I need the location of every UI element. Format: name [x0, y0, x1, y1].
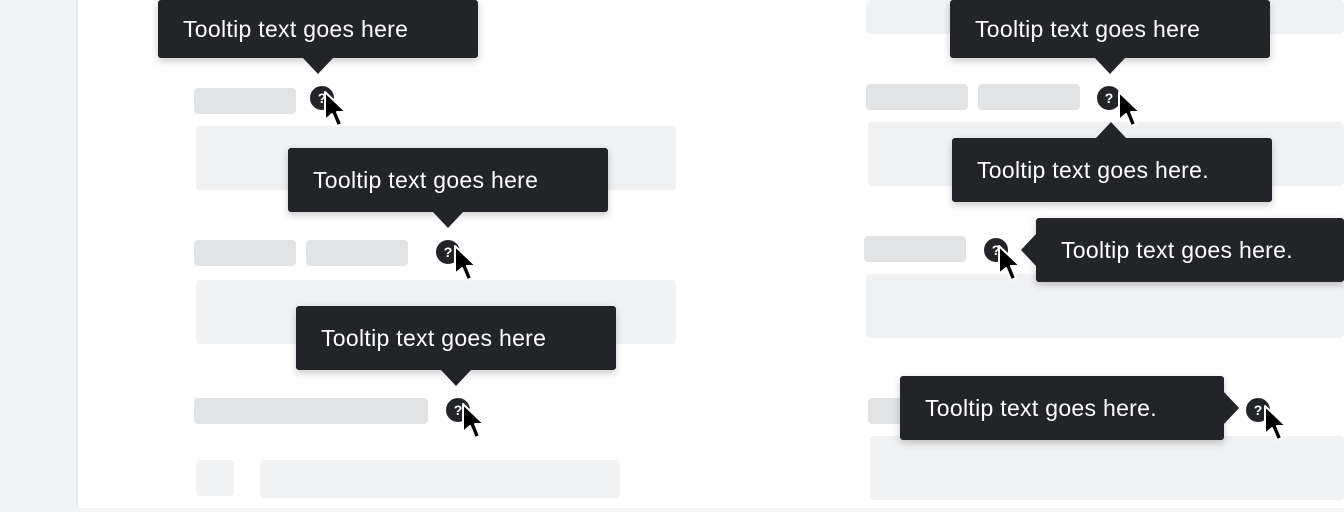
tooltip-text: Tooltip text goes here.: [1061, 236, 1293, 263]
tooltip-top: Tooltip text goes here: [950, 0, 1270, 74]
label-placeholder: [978, 84, 1080, 110]
label-placeholder: [194, 240, 296, 266]
tooltip-text: Tooltip text goes here: [321, 324, 547, 351]
tooltip-top: Tooltip text goes here: [158, 0, 478, 74]
checkbox-placeholder: [196, 460, 234, 496]
question-circle-icon[interactable]: ?: [1097, 86, 1121, 110]
tooltip-top: Tooltip text goes here: [296, 306, 616, 386]
tooltip-text: Tooltip text goes here: [975, 15, 1201, 42]
field-placeholder: [260, 460, 620, 498]
mouse-pointer-icon: [454, 245, 477, 281]
bottom-divider: [0, 508, 1344, 512]
tooltip-text: Tooltip text goes here.: [925, 394, 1157, 421]
field-placeholder: [870, 436, 1344, 500]
field-placeholder: [866, 274, 1344, 338]
label-placeholder: [306, 240, 408, 266]
mouse-pointer-icon: [1118, 91, 1141, 127]
tooltip-text: Tooltip text goes here.: [977, 156, 1209, 183]
tooltip-left: Tooltip text goes here.: [900, 376, 1239, 440]
tooltip-right: Tooltip text goes here.: [1021, 218, 1344, 282]
tooltip-top: Tooltip text goes here: [288, 148, 608, 228]
tooltip-bottom: Tooltip text goes here.: [952, 122, 1272, 202]
label-placeholder: [194, 88, 296, 114]
mouse-pointer-icon: [324, 91, 347, 127]
mouse-pointer-icon: [998, 245, 1021, 281]
tooltip-text: Tooltip text goes here: [313, 166, 539, 193]
left-divider: [76, 0, 78, 512]
label-placeholder: [864, 236, 966, 262]
mouse-pointer-icon: [1264, 405, 1287, 441]
mouse-pointer-icon: [462, 403, 485, 439]
label-placeholder: [194, 398, 428, 424]
tooltip-text: Tooltip text goes here: [183, 15, 409, 42]
label-placeholder: [866, 84, 968, 110]
